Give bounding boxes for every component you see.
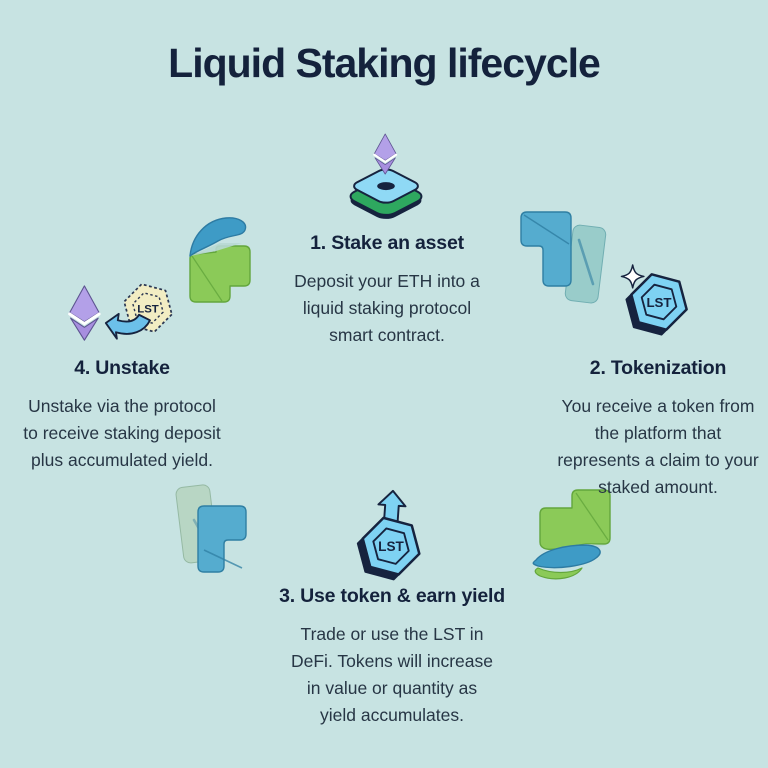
step-2-description: You receive a token from the platform th… <box>557 396 759 497</box>
step-1-heading: 1. Stake an asset <box>310 232 464 254</box>
lst-token-label: LST <box>137 303 159 315</box>
stake-platform-graphic <box>342 133 430 219</box>
step-3-description: Trade or use the LST in DeFi. Tokens wil… <box>291 624 493 725</box>
step-use-token-earn-yield: 3. Use token & earn yield Trade or use t… <box>268 585 516 729</box>
ribbon-fold-top-right-icon <box>513 204 608 311</box>
step-stake-an-asset: 1. Stake an asset Deposit your ETH into … <box>272 232 502 349</box>
earn-yield-graphic: LST <box>356 489 421 581</box>
lst-token-up-arrow-icon: LST <box>350 487 434 589</box>
tokenization-graphic: LST <box>620 264 688 336</box>
step-unstake: 4. Unstake Unstake via the protocol to r… <box>10 357 234 474</box>
eth-diamond-icon <box>373 133 398 175</box>
step-4-heading: 4. Unstake <box>74 357 170 379</box>
step-4-description: Unstake via the protocol to receive stak… <box>23 396 221 470</box>
step-3-heading: 3. Use token & earn yield <box>279 585 505 607</box>
ribbon-bottom-left-graphic <box>175 484 247 573</box>
lst-token-label: LST <box>378 539 404 554</box>
lst-token-label: LST <box>646 295 671 310</box>
eth-diamond-icon <box>68 285 101 341</box>
step-1-description: Deposit your ETH into a liquid staking p… <box>294 271 480 345</box>
ribbon-bottom-right-graphic <box>532 489 611 580</box>
ribbon-top-right-graphic <box>520 211 607 304</box>
unstake-graphic: LST <box>68 283 173 341</box>
step-tokenization: 2. Tokenization You receive a token from… <box>548 357 768 501</box>
lst-hexagon: LST <box>361 516 421 576</box>
step-2-heading: 2. Tokenization <box>589 357 727 379</box>
platform-slot-hole <box>377 182 395 191</box>
sparkle-icon <box>620 264 645 289</box>
page-title: Liquid Staking lifecycle <box>168 40 601 86</box>
ribbon-fold-bottom-right-icon <box>526 482 628 585</box>
ribbon-fold-bottom-left-icon <box>168 478 254 579</box>
lst-hexagon: LST <box>630 273 688 331</box>
ribbon-fold-top-left-icon <box>172 206 254 309</box>
lst-token-sparkle-icon: LST <box>617 263 701 346</box>
ribbon-top-left-graphic <box>189 217 251 303</box>
eth-unstake-return-icon: LST <box>54 280 176 357</box>
return-arrow-icon <box>104 312 151 340</box>
eth-stake-platform-icon <box>342 130 430 228</box>
